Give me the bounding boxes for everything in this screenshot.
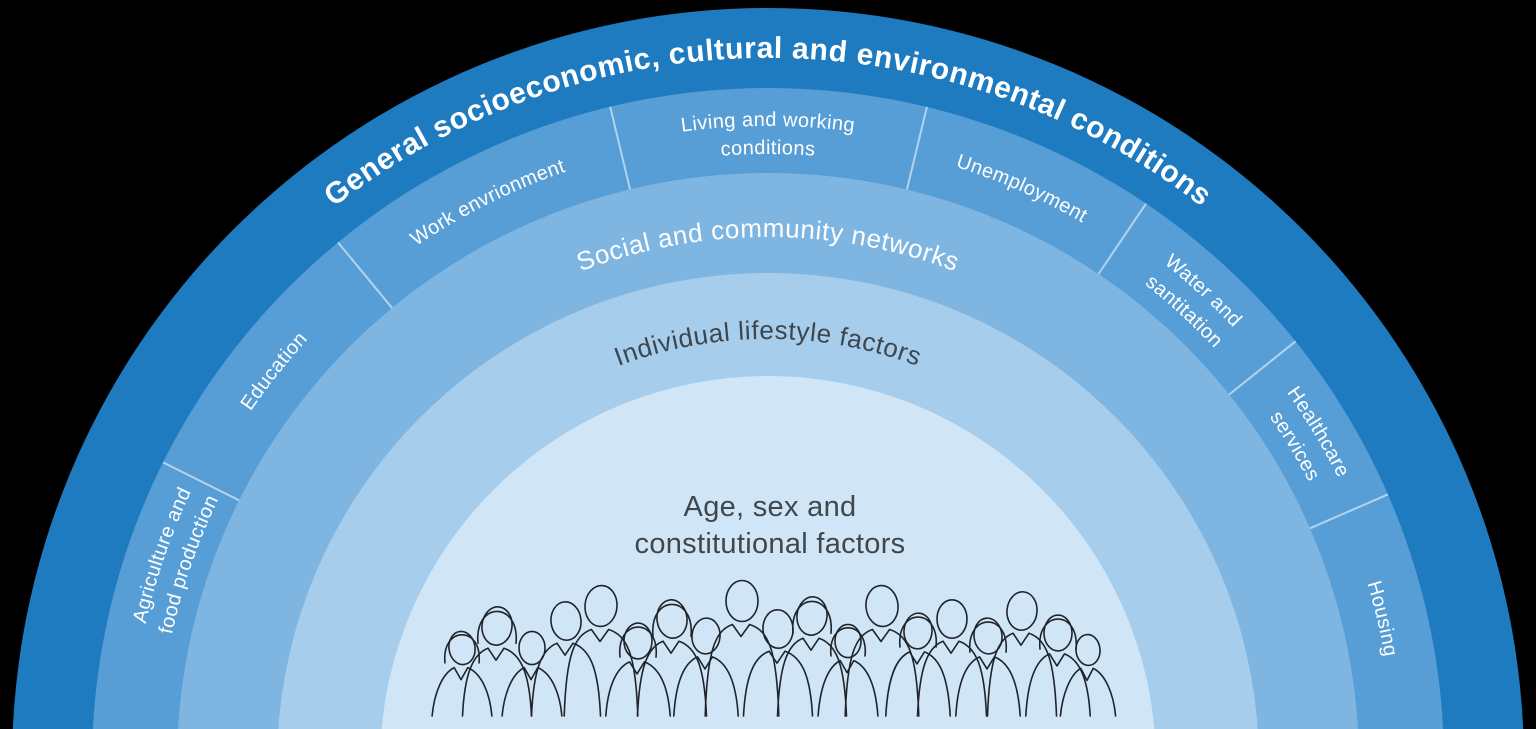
rings [13,8,1523,729]
segment-label-living-conditions-line2: conditions [720,137,816,161]
divider-work-living [609,106,631,190]
divider-unemployment-water [1097,203,1147,275]
core-label-line1: Age, sex and [684,491,857,523]
divider-water-healthcare [1228,340,1297,396]
divider-living-unemployment [906,106,928,190]
divider-education-work [337,241,393,309]
divider-agriculture-education [162,461,240,502]
divider-healthcare-housing [1309,493,1389,530]
core-label-line2: constitutional factors [635,528,906,560]
ring-core-factors [381,376,1155,729]
segment-dividers [162,106,1389,530]
crowd-illustration [431,579,1117,717]
